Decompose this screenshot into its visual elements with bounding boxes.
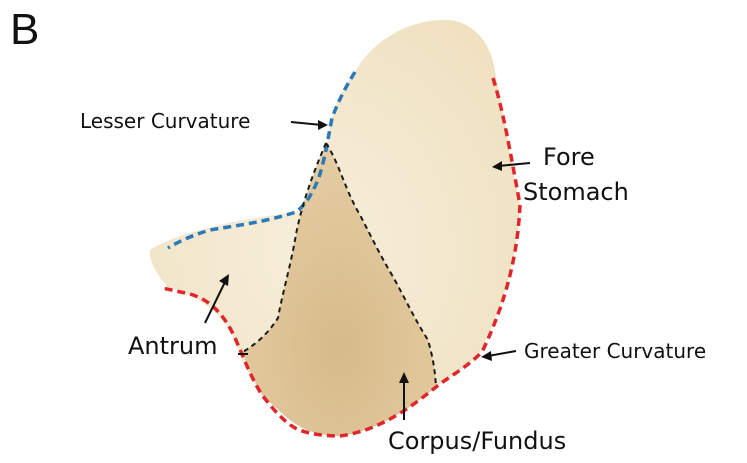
arrow-greater-curvature: [481, 351, 516, 361]
label-antrum: Antrum: [128, 333, 218, 361]
arrow-lesser-curvature: [291, 120, 328, 130]
label-greater-curvature: Greater Curvature: [524, 340, 706, 363]
label-fore-stomach-line2: Stomach: [523, 179, 629, 207]
panel-letter: B: [10, 8, 39, 52]
label-lesser-curvature: Lesser Curvature: [80, 110, 250, 133]
label-fore-stomach-line1: Fore: [543, 144, 595, 172]
label-corpus-fundus: Corpus/Fundus: [388, 428, 566, 456]
